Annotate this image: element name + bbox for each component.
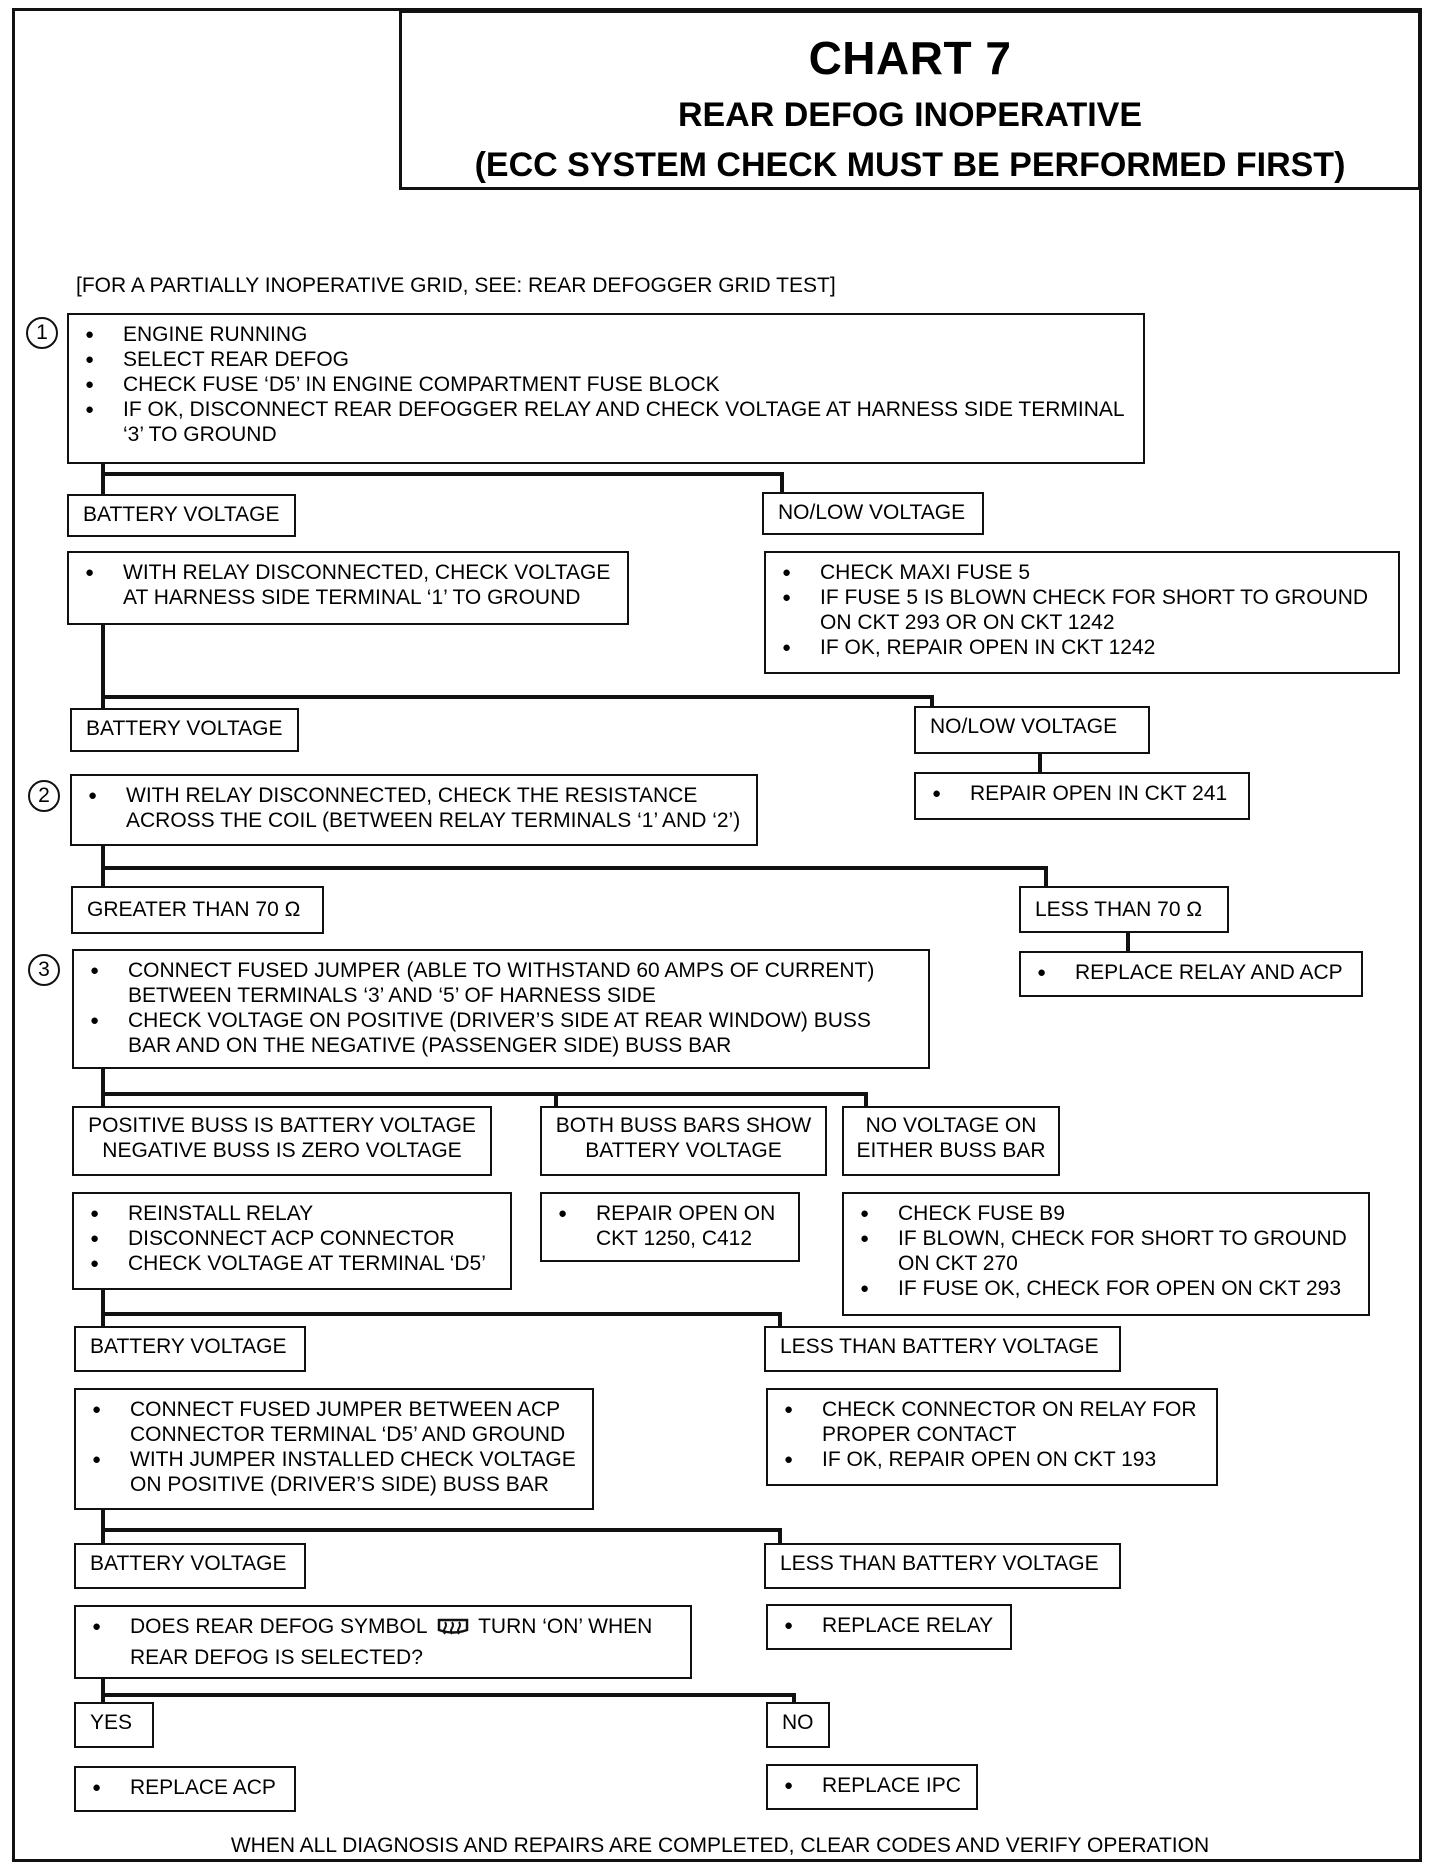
action-item: REPLACE ACP	[90, 1775, 284, 1800]
action-item: REPLACE RELAY AND ACP	[1035, 960, 1351, 985]
action-box-check-terminal-1: WITH RELAY DISCONNECTED, CHECK VOLTAGE A…	[67, 551, 629, 625]
action-item: IF OK, REPAIR OPEN ON CKT 193	[782, 1447, 1206, 1472]
question-text-after: TURN ‘ON’ WHEN REAR DEFOG IS SELECTED?	[130, 1615, 653, 1669]
action-item: WITH JUMPER INSTALLED CHECK VOLTAGE ON P…	[90, 1447, 582, 1497]
action-item: REPAIR OPEN IN CKT 241	[930, 781, 1238, 806]
action-box-replace-relay: REPLACE RELAY	[766, 1604, 1012, 1650]
result-less-than-70-ohm: LESS THAN 70 Ω	[1019, 886, 1229, 933]
action-item: CONNECT FUSED JUMPER (ABLE TO WITHSTAND …	[88, 958, 918, 1008]
partial-grid-note: [FOR A PARTIALLY INOPERATIVE GRID, SEE: …	[76, 274, 836, 297]
action-box-connect-jumper-acp: CONNECT FUSED JUMPER BETWEEN ACP CONNECT…	[74, 1388, 594, 1510]
connector-split-3	[103, 866, 1048, 886]
result-no-low-voltage-1: NO/LOW VOLTAGE	[762, 492, 984, 535]
label-line: NO VOLTAGE ON	[865, 1114, 1037, 1137]
step-1-box: ENGINE RUNNING SELECT REAR DEFOG CHECK F…	[67, 313, 1145, 464]
result-less-than-battery-6: LESS THAN BATTERY VOLTAGE	[764, 1543, 1121, 1589]
connector-split-4	[103, 1092, 868, 1108]
step-1-item: SELECT REAR DEFOG	[83, 347, 1133, 372]
step-2-marker: 2	[28, 780, 60, 812]
result-battery-voltage-5: BATTERY VOLTAGE	[74, 1326, 306, 1372]
step-1-item: CHECK FUSE ‘D5’ IN ENGINE COMPARTMENT FU…	[83, 372, 1133, 397]
action-box-replace-acp: REPLACE ACP	[74, 1766, 296, 1812]
action-item: DOES REAR DEFOG SYMBOL TURN ‘ON’ WHEN RE…	[90, 1614, 680, 1670]
result-both-buss-battery: BOTH BUSS BARS SHOW BATTERY VOLTAGE	[540, 1106, 827, 1176]
action-item: DISCONNECT ACP CONNECTOR	[88, 1226, 500, 1251]
action-item: IF OK, REPAIR OPEN IN CKT 1242	[780, 635, 1388, 660]
action-item: REINSTALL RELAY	[88, 1201, 500, 1226]
action-box-check-relay-connector: CHECK CONNECTOR ON RELAY FOR PROPER CONT…	[766, 1388, 1218, 1486]
action-box-replace-relay-acp: REPLACE RELAY AND ACP	[1019, 951, 1363, 997]
result-greater-than-70-ohm: GREATER THAN 70 Ω	[71, 886, 324, 934]
step-1-item: ENGINE RUNNING	[83, 322, 1133, 347]
chart-title-box: CHART 7 REAR DEFOG INOPERATIVE (ECC SYST…	[399, 10, 1421, 190]
action-box-replace-ipc: REPLACE IPC	[766, 1764, 978, 1810]
result-battery-voltage-2: BATTERY VOLTAGE	[70, 708, 299, 752]
step-2-box: WITH RELAY DISCONNECTED, CHECK THE RESIS…	[70, 774, 758, 846]
result-battery-voltage-1: BATTERY VOLTAGE	[67, 494, 296, 537]
action-box-repair-ckt-1250: REPAIR OPEN ON CKT 1250, C412	[540, 1192, 800, 1262]
label-line: POSITIVE BUSS IS BATTERY VOLTAGE	[88, 1114, 476, 1137]
question-text-before: DOES REAR DEFOG SYMBOL	[130, 1615, 427, 1638]
action-item: CONNECT FUSED JUMPER BETWEEN ACP CONNECT…	[90, 1397, 582, 1447]
action-item: REPLACE IPC	[782, 1773, 966, 1798]
result-yes: YES	[74, 1702, 154, 1748]
connector-split-7	[103, 1693, 796, 1712]
rear-defog-symbol-icon	[435, 1615, 471, 1645]
action-item: WITH RELAY DISCONNECTED, CHECK THE RESIS…	[86, 783, 746, 833]
step-1-item: IF OK, DISCONNECT REAR DEFOGGER RELAY AN…	[83, 397, 1133, 447]
result-no-voltage-either-buss: NO VOLTAGE ON EITHER BUSS BAR	[842, 1106, 1060, 1176]
label-line: EITHER BUSS BAR	[856, 1139, 1046, 1162]
result-less-than-battery-5: LESS THAN BATTERY VOLTAGE	[764, 1326, 1121, 1372]
action-box-reinstall-relay: REINSTALL RELAY DISCONNECT ACP CONNECTOR…	[72, 1192, 512, 1290]
connector-split-6	[103, 1528, 782, 1545]
chart-subtitle-line1: REAR DEFOG INOPERATIVE	[677, 96, 1143, 134]
action-box-check-fuse-b9: CHECK FUSE B9 IF BLOWN, CHECK FOR SHORT …	[842, 1192, 1370, 1316]
action-item: REPLACE RELAY	[782, 1613, 1000, 1638]
connector-split-5	[103, 1312, 782, 1328]
action-item: CHECK VOLTAGE AT TERMINAL ‘D5’	[88, 1251, 500, 1276]
action-box-defog-symbol-question: DOES REAR DEFOG SYMBOL TURN ‘ON’ WHEN RE…	[74, 1605, 692, 1679]
result-battery-voltage-6: BATTERY VOLTAGE	[74, 1543, 306, 1589]
action-box-repair-ckt-241: REPAIR OPEN IN CKT 241	[914, 772, 1250, 820]
action-item: CHECK FUSE B9	[858, 1201, 1358, 1226]
connector-split-1	[103, 472, 784, 498]
chart-subtitle-line2: (ECC SYSTEM CHECK MUST BE PERFORMED FIRS…	[474, 146, 1346, 184]
result-positive-buss-battery: POSITIVE BUSS IS BATTERY VOLTAGE NEGATIV…	[72, 1106, 492, 1176]
result-no-low-voltage-2: NO/LOW VOLTAGE	[914, 706, 1150, 754]
action-item: REPAIR OPEN ON CKT 1250, C412	[556, 1201, 788, 1251]
result-no: NO	[766, 1702, 830, 1748]
action-item: WITH RELAY DISCONNECTED, CHECK VOLTAGE A…	[83, 560, 617, 610]
step-1-marker: 1	[26, 317, 58, 349]
step-3-box: CONNECT FUSED JUMPER (ABLE TO WITHSTAND …	[72, 949, 930, 1069]
label-line: BOTH BUSS BARS SHOW	[555, 1114, 812, 1137]
page-frame	[12, 8, 1422, 1862]
action-item: IF FUSE 5 IS BLOWN CHECK FOR SHORT TO GR…	[780, 585, 1388, 635]
chart-title: CHART 7	[808, 32, 1012, 84]
label-line: NEGATIVE BUSS IS ZERO VOLTAGE	[102, 1139, 462, 1162]
action-item: CHECK MAXI FUSE 5	[780, 560, 1388, 585]
action-item: CHECK CONNECTOR ON RELAY FOR PROPER CONT…	[782, 1397, 1206, 1447]
footer-note: WHEN ALL DIAGNOSIS AND REPAIRS ARE COMPL…	[230, 1834, 1210, 1857]
action-item: IF FUSE OK, CHECK FOR OPEN ON CKT 293	[858, 1276, 1358, 1301]
action-box-check-maxi-fuse: CHECK MAXI FUSE 5 IF FUSE 5 IS BLOWN CHE…	[764, 551, 1400, 674]
action-item: IF BLOWN, CHECK FOR SHORT TO GROUND ON C…	[858, 1226, 1358, 1276]
label-line: BATTERY VOLTAGE	[585, 1139, 782, 1162]
action-item: CHECK VOLTAGE ON POSITIVE (DRIVER’S SIDE…	[88, 1008, 918, 1058]
step-3-marker: 3	[28, 954, 60, 986]
